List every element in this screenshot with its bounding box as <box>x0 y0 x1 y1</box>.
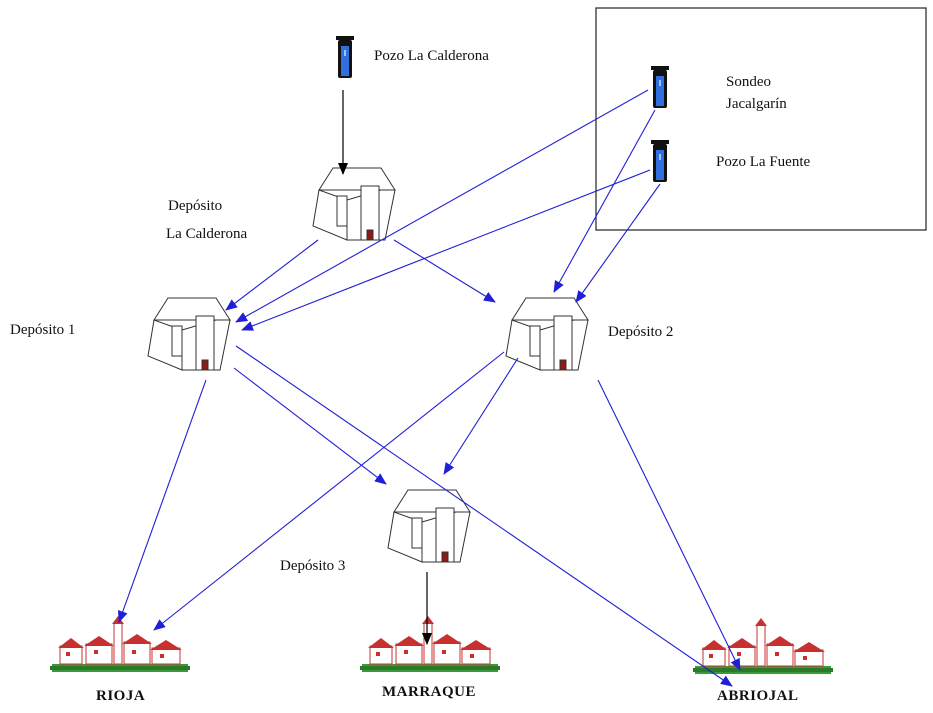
well-label-pozo-fuente: Pozo La Fuente <box>716 154 811 170</box>
deposit-label-1: Depósito 1 <box>10 322 76 338</box>
flow-sondeo-to-deposito-2 <box>553 109 656 293</box>
well-icon-pozo-fuente <box>651 140 669 182</box>
well-label-sondeo-line2: Jacalgarín <box>726 96 787 112</box>
sources-box <box>595 7 927 231</box>
town-label-abriojal: ABRIOJAL <box>717 688 799 704</box>
town-icon-rioja <box>49 615 191 673</box>
flow-fuente-to-deposito-1 <box>241 169 651 331</box>
deposit-icon-1 <box>147 297 231 371</box>
flow-deposito-calderona-to-deposito-2 <box>393 239 496 303</box>
deposit-icon-2 <box>505 297 589 371</box>
flow-deposito-1-to-abriojal <box>235 345 733 687</box>
deposit-icon-calderona <box>312 167 396 241</box>
flow-deposito-1-to-rioja <box>118 379 207 623</box>
well-icon-sondeo-jacalgarin <box>651 66 669 108</box>
well-icon-pozo-calderona <box>336 36 354 78</box>
deposit-label-calderona-line1: Depósito <box>168 198 223 214</box>
flow-sondeo-to-deposito-1 <box>235 89 649 323</box>
flow-deposito-2-to-deposito-3 <box>443 357 519 475</box>
flow-deposito-calderona-to-deposito-1 <box>225 239 319 311</box>
town-label-marraque: MARRAQUE <box>382 684 476 700</box>
flow-deposito-2-to-abriojal <box>597 379 741 671</box>
town-label-rioja: RIOJA <box>96 688 146 704</box>
deposit-icon-3 <box>387 489 471 563</box>
town-icon-marraque <box>359 615 501 673</box>
flow-deposito-2-to-rioja <box>153 351 505 631</box>
well-label-sondeo-line1: Sondeo <box>726 74 771 90</box>
flow-fuente-to-deposito-2 <box>575 183 661 303</box>
deposit-label-2: Depósito 2 <box>608 324 674 340</box>
flow-deposito-1-to-deposito-3 <box>233 367 387 485</box>
deposit-label-calderona-line2: La Calderona <box>166 226 248 242</box>
well-label-pozo-calderona: Pozo La Calderona <box>374 48 489 64</box>
deposit-label-3: Depósito 3 <box>280 558 346 574</box>
town-icon-abriojal <box>692 617 834 675</box>
